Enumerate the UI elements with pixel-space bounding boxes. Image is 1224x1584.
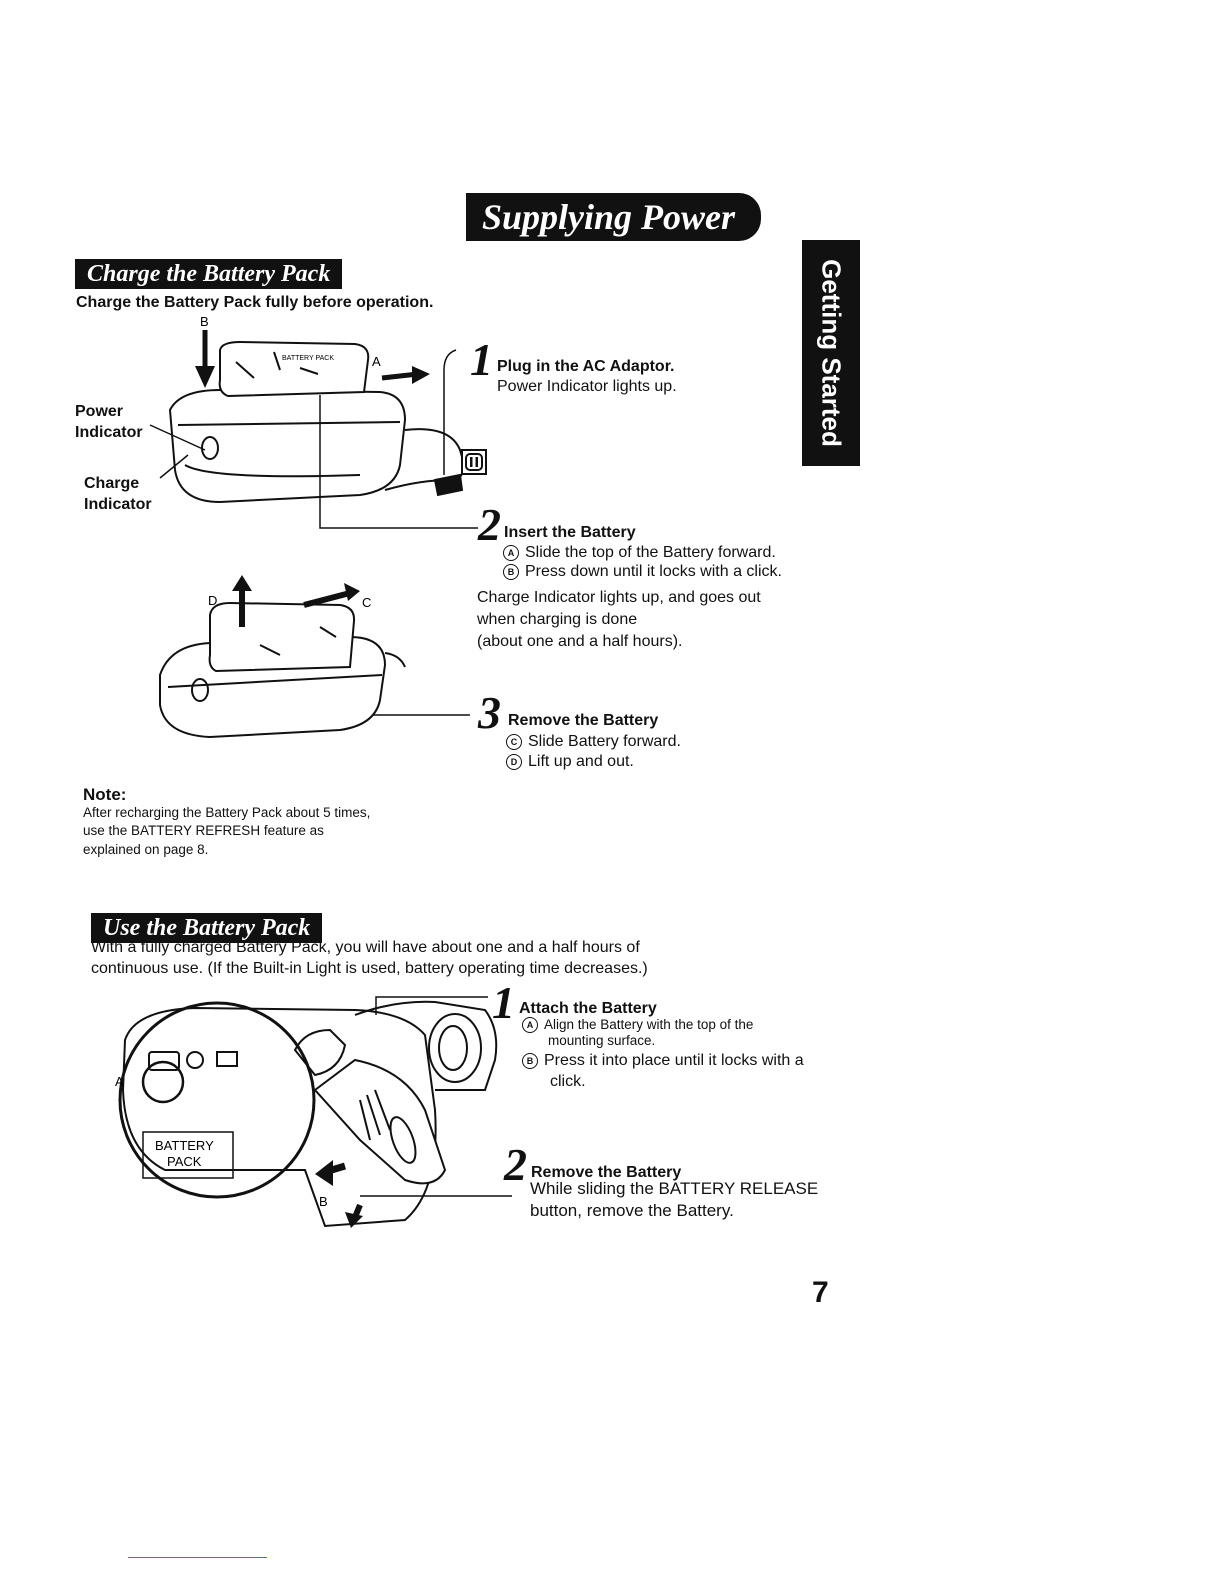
use-step1-number: 1 <box>492 977 515 1028</box>
step2-note2: when charging is done <box>477 611 638 628</box>
note-line1: After recharging the Battery Pack about … <box>83 805 371 820</box>
page-number: 7 <box>812 1276 829 1309</box>
step2-title: Insert the Battery <box>504 524 636 541</box>
use-step1-title: Attach the Battery <box>519 1000 657 1017</box>
step2-number: 2 <box>478 499 501 550</box>
camcorder-illustration: A B BATTERY PACK <box>115 1000 498 1228</box>
charge-intro: Charge the Battery Pack fully before ope… <box>76 294 434 311</box>
note-line3: explained on page 8. <box>83 842 209 857</box>
use-intro-2: continuous use. (If the Built-in Light i… <box>91 960 648 977</box>
mark-a-cam: A <box>115 1074 124 1089</box>
use-step2-line2: button, remove the Battery. <box>530 1201 734 1220</box>
use-step1-a2: mounting surface. <box>548 1033 656 1048</box>
page-title: Supplying Power <box>466 193 762 241</box>
mark-d-circle: D <box>506 754 522 770</box>
footer-rule <box>128 1557 267 1558</box>
charge-label-2: Indicator <box>84 496 152 513</box>
power-label-2: Indicator <box>75 424 143 441</box>
charger-insert-illustration: B A BATTERY PACK <box>168 314 465 504</box>
use-step1-b2: click. <box>550 1073 586 1090</box>
mark-b: B <box>200 314 209 329</box>
use-intro-1: With a fully charged Battery Pack, you w… <box>91 939 640 956</box>
mark-b-circle: B <box>503 564 519 580</box>
charge-section-heading: Charge the Battery Pack <box>75 259 343 289</box>
mark-b-cam: B <box>319 1194 328 1209</box>
outlet-icon <box>461 449 487 475</box>
use-section-heading: Use the Battery Pack <box>91 913 323 943</box>
power-label-1: Power <box>75 403 124 420</box>
battery-label-1: BATTERY <box>155 1138 214 1153</box>
step3-title: Remove the Battery <box>508 712 659 729</box>
use-step2-title: Remove the Battery <box>531 1164 682 1181</box>
step2-note3: (about one and a half hours). <box>477 633 683 650</box>
step2-note1: Charge Indicator lights up, and goes out <box>477 589 761 606</box>
mark-c-circle: C <box>506 734 522 750</box>
battery-label-2: PACK <box>167 1154 202 1169</box>
pack-label-1: BATTERY PACK <box>282 355 334 362</box>
note-heading: Note: <box>83 785 127 804</box>
mark-a-circle: A <box>522 1017 538 1033</box>
mark-c: C <box>362 595 371 610</box>
mark-a-circle: A <box>503 545 519 561</box>
mark-d: D <box>208 593 217 608</box>
charger-remove-illustration: D C <box>159 575 406 739</box>
step1-line1: Power Indicator lights up. <box>497 378 677 395</box>
mark-a: A <box>372 354 381 369</box>
step3-number: 3 <box>478 687 501 738</box>
side-tab: Getting Started <box>802 240 860 466</box>
charge-label-1: Charge <box>84 475 140 492</box>
step1-title: Plug in the AC Adaptor. <box>497 358 675 375</box>
use-step2-number: 2 <box>504 1139 527 1190</box>
use-step2-line1: While sliding the BATTERY RELEASE <box>530 1179 819 1198</box>
note-line2: use the BATTERY REFRESH feature as <box>83 823 324 838</box>
step1-number: 1 <box>470 334 493 385</box>
mark-b-circle: B <box>522 1053 538 1069</box>
